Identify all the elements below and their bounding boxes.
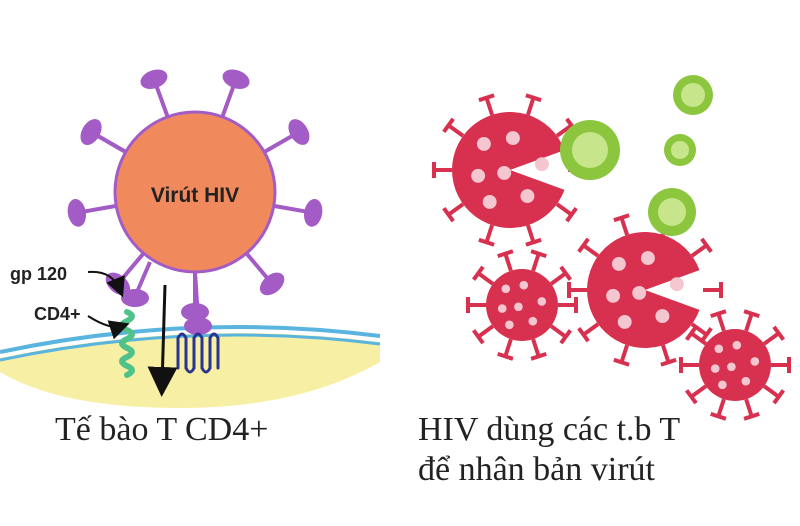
caption-left: Tế bào T CD4+: [55, 411, 269, 448]
cd4-label: CD4+: [34, 304, 81, 324]
gp120-label: gp 120: [10, 264, 67, 284]
gp120-knob: [121, 289, 149, 307]
spike-knob: [288, 119, 310, 145]
virus-label: Virút HIV: [151, 184, 239, 207]
spike-knob: [80, 119, 102, 145]
cell-membrane: [0, 325, 381, 408]
caption-right: HIV dùng các t.b T để nhân bản virút: [418, 410, 680, 490]
virus-body: [113, 110, 277, 274]
cd4-arrow: [87, 315, 130, 340]
infected-cell-2: [567, 213, 723, 367]
virion-large-1-core: [572, 132, 608, 168]
caption-right-line-2: để nhân bản virút: [418, 451, 655, 488]
spike-knob: [259, 272, 285, 296]
coreceptor: [176, 332, 220, 374]
spike-knob: [181, 303, 209, 321]
spike-knob: [303, 198, 323, 227]
coreceptor-knob: [184, 317, 212, 335]
infected-cell-4: [679, 309, 791, 421]
entry-arrow: [147, 284, 178, 397]
infected-cells: [432, 93, 791, 421]
new-virions: [560, 75, 713, 236]
infected-cell-1: [432, 93, 588, 247]
spike-knob: [67, 198, 87, 227]
infected-cell-3: [466, 249, 578, 361]
gp120-arrow: [87, 270, 125, 298]
spike-knob: [222, 69, 250, 89]
caption-right-line-1: HIV dùng các t.b T: [418, 411, 681, 448]
spike-knob: [140, 69, 168, 89]
